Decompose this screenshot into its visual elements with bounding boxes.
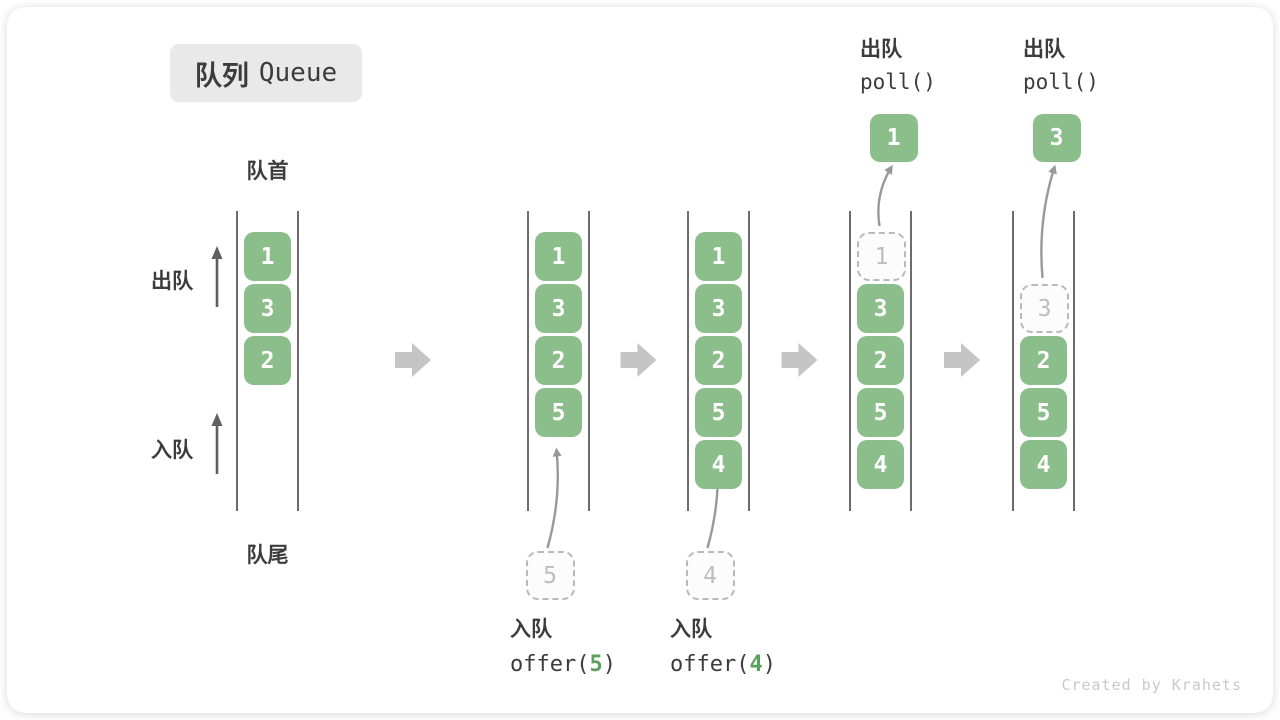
state-header: 出队 poll() — [860, 33, 936, 94]
offer-arrow-icon — [546, 447, 562, 549]
caption-arg: 5 — [589, 652, 603, 677]
next-state-arrow-icon — [620, 343, 657, 377]
dequeue-arrow-icon — [211, 246, 223, 307]
queue-item: 5 — [695, 388, 742, 437]
caption-code-label: offer(5) — [510, 652, 616, 677]
queue-item: 5 — [857, 388, 904, 437]
queue-item-removed: 3 — [1020, 284, 1069, 333]
state-header: 出队 poll() — [1023, 33, 1099, 94]
next-state-arrow-icon — [781, 343, 818, 377]
out-item: 3 — [1032, 114, 1081, 162]
title-en: Queue — [258, 58, 338, 88]
queue-item: 5 — [1020, 388, 1067, 437]
queue-item: 2 — [1020, 336, 1067, 385]
queue-item: 1 — [244, 232, 291, 281]
title-badge: 队列 Queue — [170, 44, 362, 102]
queue-item-removed: 1 — [857, 232, 906, 281]
caption-arg: 4 — [749, 652, 763, 677]
queue-item: 2 — [535, 336, 582, 385]
queue-item: 4 — [695, 440, 742, 489]
caption-fn-open: offer( — [510, 652, 590, 677]
poll-arrow-icon — [1040, 164, 1057, 279]
caption-fn-close: ) — [762, 652, 776, 677]
queue-item: 1 — [535, 232, 582, 281]
queue-item: 4 — [857, 440, 904, 489]
queue-item: 4 — [1020, 440, 1067, 489]
queue-item: 5 — [535, 388, 582, 437]
header-zh-label: 出队 — [1023, 38, 1065, 61]
label-queue-front: 队首 — [246, 160, 289, 183]
queue-item: 3 — [695, 284, 742, 333]
label-enqueue: 入队 — [151, 439, 193, 462]
caption-fn-open: offer( — [670, 652, 750, 677]
label-dequeue: 出队 — [151, 270, 193, 293]
queue-item: 2 — [695, 336, 742, 385]
queue-item: 3 — [535, 284, 582, 333]
footer-credit: Created by Krahets — [1061, 676, 1242, 694]
queue-item: 2 — [244, 336, 291, 385]
pending-item: 4 — [685, 551, 735, 600]
state-caption: 入队 offer(5) — [510, 613, 616, 677]
queue-item: 2 — [857, 336, 904, 385]
header-code-label: poll() — [860, 70, 936, 94]
queue-item: 1 — [695, 232, 742, 281]
queue-item: 3 — [857, 284, 904, 333]
title-zh: 队列 — [194, 60, 249, 91]
poll-arrow-icon — [877, 164, 893, 227]
label-queue-rear: 队尾 — [246, 544, 289, 567]
next-state-arrow-icon — [395, 343, 431, 377]
caption-fn-close: ) — [602, 652, 616, 677]
caption-zh-label: 入队 — [510, 618, 552, 641]
caption-zh-label: 入队 — [670, 618, 712, 641]
header-code-label: poll() — [1023, 70, 1099, 94]
enqueue-arrow-icon — [211, 413, 223, 474]
caption-code-label: offer(4) — [670, 652, 776, 677]
pending-item: 5 — [525, 551, 575, 600]
out-item: 1 — [869, 114, 918, 162]
header-zh-label: 出队 — [860, 38, 902, 61]
next-state-arrow-icon — [944, 343, 980, 377]
queue-item: 3 — [244, 284, 291, 333]
state-caption: 入队 offer(4) — [670, 613, 776, 677]
